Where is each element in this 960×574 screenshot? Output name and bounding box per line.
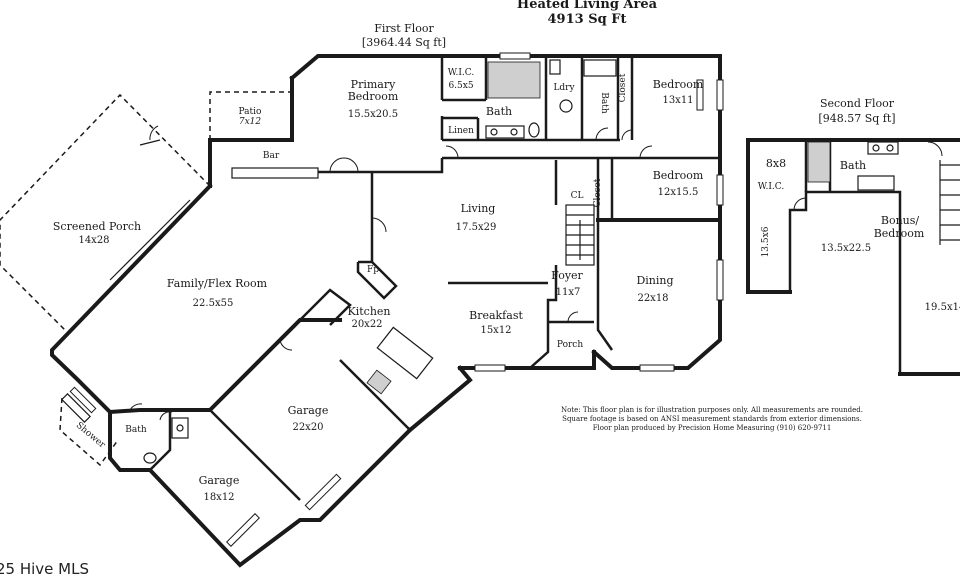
primary-bedroom-name-1: Primary (351, 78, 396, 91)
garage-main-name: Garage (288, 404, 329, 417)
kitchen-island (376, 326, 434, 380)
dining-name: Dining (636, 274, 673, 287)
fireplace-name: Fp (367, 265, 379, 275)
shower-outline (59, 397, 119, 467)
kitchen-dim: 20x22 (351, 319, 382, 330)
upper-bath-name: Bath (840, 159, 866, 172)
disclaimer-note: Note: This floor plan is for illustratio… (561, 406, 863, 432)
living-dim: 17.5x29 (456, 222, 497, 233)
first-floor-area: [3964.44 Sq ft] (362, 36, 446, 49)
closet-a-name: Closet (618, 73, 628, 102)
cl-name: CL (571, 191, 584, 201)
primary-bedroom-dim: 15.5x20.5 (348, 109, 398, 120)
foyer-name: Foyer (551, 269, 583, 282)
garage-main-dim: 22x20 (292, 422, 323, 433)
upper-wic-name: W.I.C. (758, 182, 785, 192)
primary-tub (583, 59, 617, 77)
bar-name: Bar (263, 151, 280, 161)
screened-porch-dim: 14x28 (78, 235, 109, 246)
bar-counter (231, 167, 319, 179)
upper-side-dim: 13.5x6 (761, 226, 771, 257)
first-floor-walls (50, 54, 722, 568)
breakfast-dim: 15x12 (480, 325, 511, 336)
second-floor-area: [948.57 Sq ft] (818, 112, 895, 125)
first-floor-interior-walls (299, 56, 720, 431)
heated-area-title: Heated Living Area (517, 0, 658, 12)
primary-shower-tile (487, 61, 541, 99)
wic-name: W.I.C. (448, 68, 475, 78)
doors (129, 125, 653, 421)
dining-dim: 22x18 (637, 293, 668, 304)
upper-wic-dim: 8x8 (766, 157, 786, 170)
bedroom-1-dim: 13x11 (662, 95, 693, 106)
upper-vanity-sink-2 (886, 144, 894, 152)
upper-tub (857, 175, 895, 191)
first-floor-title: First Floor (374, 22, 434, 35)
bedroom-1-name: Bedroom (653, 78, 704, 91)
windows (69, 52, 724, 547)
kitchen-range (366, 369, 392, 395)
room-labels: Screened Porch 14x28 Patio 7x12 Bar Prim… (53, 68, 960, 503)
bonus-name-1: Bonus/ (881, 214, 920, 227)
upper-shower-tile (807, 141, 831, 183)
note-line-3: Floor plan produced by Precision Home Me… (593, 424, 832, 432)
shower-bench (61, 393, 91, 423)
upper-right-dim: 19.5x14 (925, 302, 960, 313)
hall-bath-name: Bath (599, 92, 609, 114)
kitchen-name: Kitchen (348, 305, 391, 318)
note-line-1: Note: This floor plan is for illustratio… (561, 406, 863, 414)
heated-area-total: 4913 Sq Ft (548, 12, 627, 27)
bonus-dim: 13.5x22.5 (821, 243, 871, 254)
primary-vanity-sink-2 (510, 128, 518, 136)
closet-b-name: Closet (593, 178, 603, 207)
second-floor-walls (746, 138, 960, 376)
laundry-machine (549, 59, 561, 75)
primary-vanity-sink-1 (490, 128, 498, 136)
family-dim: 22.5x55 (193, 298, 234, 309)
fixtures (61, 59, 617, 464)
screened-porch-name: Screened Porch (53, 220, 141, 233)
garage-small-dim: 18x12 (203, 492, 234, 503)
garage-small-name: Garage (199, 474, 240, 487)
family-name: Family/Flex Room (167, 277, 268, 290)
primary-bath-name: Bath (486, 105, 512, 118)
screened-porch-outline (0, 93, 211, 331)
header: Heated Living Area 4913 Sq Ft First Floo… (362, 0, 896, 125)
primary-bedroom-name-2: Bedroom (348, 90, 399, 103)
porch-name: Porch (557, 340, 583, 350)
patio-name: Patio (239, 107, 262, 117)
second-floor-title: Second Floor (820, 97, 895, 110)
garage-bath-toilet (143, 452, 157, 464)
laundry-sink (559, 99, 573, 113)
living-name: Living (461, 202, 496, 215)
upper-vanity-sink-1 (872, 144, 880, 152)
foyer-dim: 11x7 (556, 287, 581, 298)
linen-name: Linen (448, 126, 474, 136)
primary-toilet (528, 122, 540, 138)
patio-dim: 7x12 (239, 117, 262, 127)
mls-watermark: 25 Hive MLS (0, 560, 89, 574)
breakfast-name: Breakfast (469, 309, 523, 322)
bonus-name-2: Bedroom (874, 227, 925, 240)
garage-bath-sink (176, 424, 184, 432)
patio-outline (209, 91, 292, 140)
first-floor-stairs (566, 214, 594, 260)
bedroom-2-name: Bedroom (653, 169, 704, 182)
bedroom-2-dim: 12x15.5 (658, 187, 699, 198)
wic-dim: 6.5x5 (448, 81, 473, 91)
note-line-2: Square footage is based on ANSI measurem… (562, 415, 862, 423)
laundry-name: Ldry (553, 83, 575, 93)
garage-bath-name: Bath (125, 425, 147, 435)
